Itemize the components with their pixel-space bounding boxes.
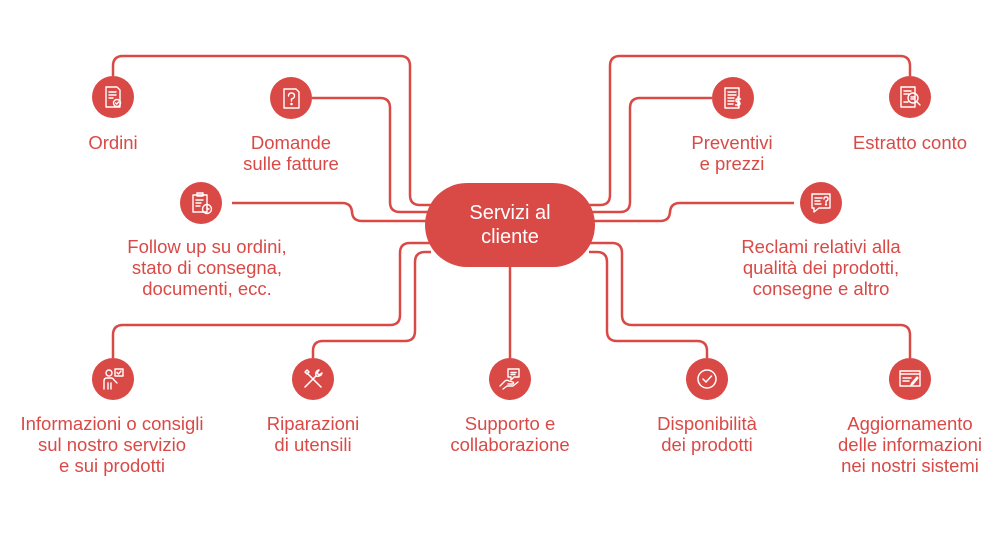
hub-label-line1: Servizi al — [469, 202, 551, 224]
node-label-estratto-conto: Estratto conto — [852, 132, 968, 153]
node-label-reclami: Reclami relativi alla qualità dei prodot… — [741, 236, 901, 299]
node-label-ordini: Ordini — [88, 132, 138, 153]
node-label-domande-fatture: Domande sulle fatture — [243, 132, 339, 174]
check-circle-icon — [686, 358, 728, 400]
node-label-preventivi: Preventivi e prezzi — [691, 132, 773, 174]
tools-repair-icon — [292, 358, 334, 400]
node-label-supporto: Supporto e collaborazione — [450, 413, 570, 455]
person-advice-icon — [92, 358, 134, 400]
invoice-question-icon — [270, 77, 312, 119]
system-update-icon — [889, 358, 931, 400]
hub-label-line2: cliente — [481, 226, 539, 248]
support-collaboration-icon — [489, 358, 531, 400]
account-statement-icon — [889, 76, 931, 118]
node-label-disponibilita: Disponibilità dei prodotti — [657, 413, 757, 455]
node-label-follow-up: Follow up su ordini, stato di consegna, … — [127, 236, 287, 299]
node-label-informazioni: Informazioni o consigli sul nostro servi… — [20, 413, 204, 476]
node-label-riparazioni: Riparazioni di utensili — [266, 413, 360, 455]
node-label-aggiornamento: Aggiornamento delle informazioni nei nos… — [838, 413, 982, 476]
price-list-icon — [712, 77, 754, 119]
complaint-chat-icon — [800, 182, 842, 224]
clipboard-clock-icon — [180, 182, 222, 224]
order-document-icon — [92, 76, 134, 118]
hub-servizi-al-cliente: Servizi al cliente — [425, 183, 595, 267]
